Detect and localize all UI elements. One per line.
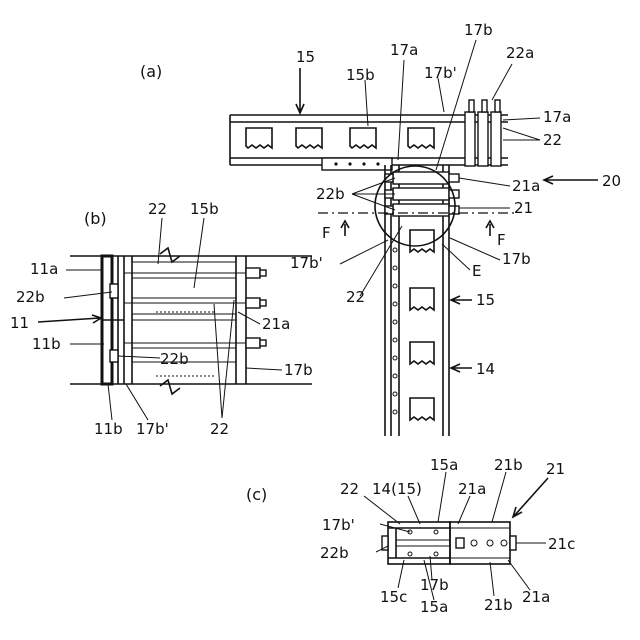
label-20: 20 <box>602 172 621 190</box>
label-b-15b: 15b <box>190 200 219 218</box>
label-b-17b: 17b <box>284 361 313 379</box>
label-f-right: F <box>497 231 506 249</box>
label-b-11a: 11a <box>30 260 58 278</box>
label-17a-top: 17a <box>390 41 418 59</box>
panel-c-label: (c) <box>246 485 267 504</box>
label-22b: 22b <box>316 185 345 203</box>
label-17b-prime-top: 17b' <box>424 64 457 82</box>
label-b-22: 22 <box>148 200 167 218</box>
label-c-15a-bot: 15a <box>420 598 448 616</box>
label-b-17b-prime: 17b' <box>136 420 169 438</box>
label-c-15c: 15c <box>380 588 407 606</box>
label-f-left: F <box>322 224 331 242</box>
horizontal-rail <box>230 100 508 170</box>
label-c-17b: 17b <box>420 576 449 594</box>
arrow-15-right <box>451 296 472 304</box>
panel-a: (a) <box>140 21 621 436</box>
label-c-15a-top: 15a <box>430 456 458 474</box>
label-17b-top: 17b <box>464 21 493 39</box>
label-b-11: 11 <box>10 314 29 332</box>
label-15b: 15b <box>346 66 375 84</box>
section-view-c <box>382 522 516 564</box>
label-c-21: 21 <box>546 460 565 478</box>
label-c-21b-top: 21b <box>494 456 523 474</box>
label-21: 21 <box>514 199 533 217</box>
label-15-right: 15 <box>476 291 495 309</box>
label-c-21c: 21c <box>548 535 575 553</box>
panel-a-label: (a) <box>140 62 162 81</box>
label-b-22b-bot: 22b <box>160 350 189 368</box>
label-c-21b-bot: 21b <box>484 596 513 614</box>
label-b-22b-top: 22b <box>16 288 45 306</box>
arrow-11 <box>38 315 101 323</box>
panel-b: (b) <box>10 200 313 438</box>
arrow-20 <box>544 176 598 184</box>
label-b-11b-mid: 11b <box>32 335 61 353</box>
label-c-17b-prime: 17b' <box>322 516 355 534</box>
panel-c: (c) <box>246 456 575 616</box>
label-22-right: 22 <box>543 131 562 149</box>
label-b-21a: 21a <box>262 315 290 333</box>
label-c-22: 22 <box>340 480 359 498</box>
arrow-14 <box>451 364 472 372</box>
junction-fittings <box>385 172 459 216</box>
label-c-14-15: 14(15) <box>372 480 422 498</box>
label-b-22-bot: 22 <box>210 420 229 438</box>
label-c-21a-top: 21a <box>458 480 486 498</box>
arrow-21 <box>513 478 548 517</box>
label-17a-right: 17a <box>543 108 571 126</box>
arrow-15 <box>296 68 304 113</box>
section-arrow-left <box>341 221 349 236</box>
label-21a: 21a <box>512 177 540 195</box>
panel-b-label: (b) <box>84 209 107 228</box>
section-arrow-right <box>486 221 494 236</box>
label-22a: 22a <box>506 44 534 62</box>
label-b-11b-bot: 11b <box>94 420 123 438</box>
label-c-22b: 22b <box>320 544 349 562</box>
label-c-21a-bot: 21a <box>522 588 550 606</box>
label-15-top: 15 <box>296 48 315 66</box>
label-22-bottom: 22 <box>346 288 365 306</box>
label-14: 14 <box>476 360 495 378</box>
label-17b-right: 17b <box>502 250 531 268</box>
label-e: E <box>472 262 481 280</box>
